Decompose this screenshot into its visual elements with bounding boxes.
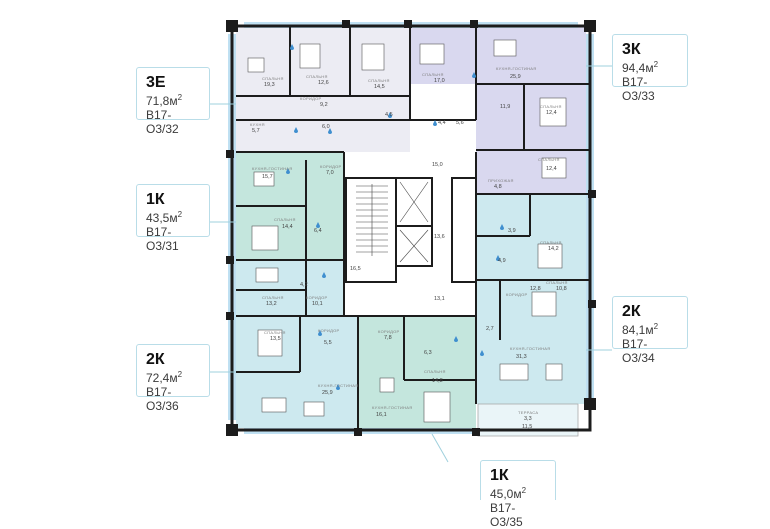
room-label: КОРИДОР [378,329,400,334]
apartment-type: 2К [622,303,641,320]
room-label: ПРИХОЖАЯ [488,178,514,183]
room-area: 16,1 [376,412,387,418]
apartment-type: 2К [146,351,165,368]
room-area: 13,6 [434,234,445,240]
room-label: ТЕРРАСА [518,410,538,415]
room-area: 4,8 [494,184,502,190]
apartment-area: 43,5м2 [146,210,183,225]
room-area: 11,9 [500,104,510,110]
room-label: СПАЛЬНЯ [422,72,444,77]
callout-apartment-3e[interactable]: 3Е 71,8м2 В17-О3/32 [136,67,210,136]
room-label: КОРИДОР [300,96,322,101]
room-label: СПАЛЬНЯ [306,74,328,79]
room-area: 12,6 [318,80,329,86]
room-label: КОРИДОР [320,164,342,169]
room-area: 10,8 [556,286,567,292]
room-area: 13,2 [266,301,277,307]
room-area: 5,5 [324,340,332,346]
apartment-code: В17-О3/36 [146,385,179,413]
room-area: 12,4 [546,166,557,172]
room-area: 2,7 [486,326,494,332]
room-area: 17,0 [434,78,445,84]
apartment-area: 45,0м2 [490,486,527,501]
callout-apartment-2k-b[interactable]: 2К 72,4м2 В17-О3/36 [136,344,210,413]
room-area: 3,3 [524,416,532,422]
room-area: 13,5 [270,336,281,342]
room-area: 11,5 [522,424,532,430]
room-label: СПАЛЬНЯ [546,280,568,285]
room-label: СПАЛЬНЯ [540,240,562,245]
callout-apartment-1k-b[interactable]: 1К 45,0м2 В17-О3/35 [480,460,556,529]
apartment-code: В17-О3/32 [146,108,179,136]
apartment-code: В17-О3/31 [146,225,179,253]
apartment-area: 94,4м2 [622,60,659,75]
room-area: 31,3 [516,354,527,360]
room-area: 10,1 [312,301,323,307]
room-area: 12,4 [546,110,557,116]
room-area: 14,2 [548,246,559,252]
room-area: 6,3 [424,350,432,356]
room-area: 7,0 [326,170,334,176]
room-label: СПАЛЬНЯ [262,76,284,81]
apartment-type: 3Е [146,74,166,91]
room-area: 14,4 [282,224,293,230]
room-area: 4,9 [498,258,506,264]
apartment-type: 3К [622,41,641,58]
apartment-code: В17-О3/33 [622,75,655,103]
callout-apartment-2k-a[interactable]: 2К 84,1м2 В17-О3/34 [612,296,688,365]
room-label: КУХНЯ-ГОСТИНАЯ [372,405,412,410]
apartment-area: 84,1м2 [622,322,659,337]
room-area: 15,7 [262,174,273,180]
apartment-area: 71,8м2 [146,93,183,108]
room-area: 13,1 [434,296,445,302]
room-area: 5,6 [456,120,464,126]
room-label: СПАЛЬНЯ [274,217,296,222]
room-label: КУХНЯ [250,122,265,127]
room-area: 3,9 [508,228,516,234]
room-area: 4,4 [438,120,446,126]
room-label: СПАЛЬНЯ [538,157,560,162]
room-area: 12,8 [530,286,541,292]
room-area: 7,8 [384,335,392,341]
callout-apartment-1k-a[interactable]: 1К 43,5м2 В17-О3/31 [136,184,210,253]
apartment-type: 1К [490,467,509,484]
room-area: 4,2 [300,282,308,288]
room-label: КУХНЯ-ГОСТИНАЯ [496,66,536,71]
room-label: СПАЛЬНЯ [264,330,286,335]
apartment-area: 72,4м2 [146,370,183,385]
room-label: КОРИДОР [506,292,528,297]
room-area: 19,3 [264,82,275,88]
apartment-code: В17-О3/34 [622,337,655,365]
room-label: КУХНЯ-ГОСТИНАЯ [510,346,550,351]
room-label: СПАЛЬНЯ [540,104,562,109]
room-label: СПАЛЬНЯ [368,78,390,83]
room-area: 16,5 [350,266,361,272]
room-area: 6,0 [322,124,330,130]
room-label: КОРИДОР [318,328,340,333]
apartment-code: В17-О3/35 [490,501,523,529]
room-area: 6,4 [314,228,322,234]
room-label: КОРИДОР [306,295,328,300]
room-area: 4,5 [385,112,393,118]
room-area: 25,9 [322,390,333,396]
room-label: СПАЛЬНЯ [424,369,446,374]
apartment-3k-zone-b[interactable] [476,84,586,194]
room-label: СПАЛЬНЯ [262,295,284,300]
room-area: 15,0 [432,162,443,168]
apartment-1k-b-zone[interactable] [358,316,476,428]
room-label: КУХНЯ-ГОСТИНАЯ [318,383,358,388]
apartment-type: 1К [146,191,165,208]
room-area: 9,2 [320,102,328,108]
room-area: 5,7 [252,128,260,134]
room-area: 14,8 [432,378,443,384]
room-area: 14,5 [374,84,385,90]
apartment-2k-c-zone[interactable] [236,260,358,316]
callout-apartment-3k[interactable]: 3К 94,4м2 В17-О3/33 [612,34,688,103]
room-area: 25,9 [510,74,521,80]
floor-plan: СПАЛЬНЯ СПАЛЬНЯ СПАЛЬНЯ СПАЛЬНЯ КУХНЯ-ГО… [210,20,612,463]
room-label: КУХНЯ-ГОСТИНАЯ [252,166,292,171]
